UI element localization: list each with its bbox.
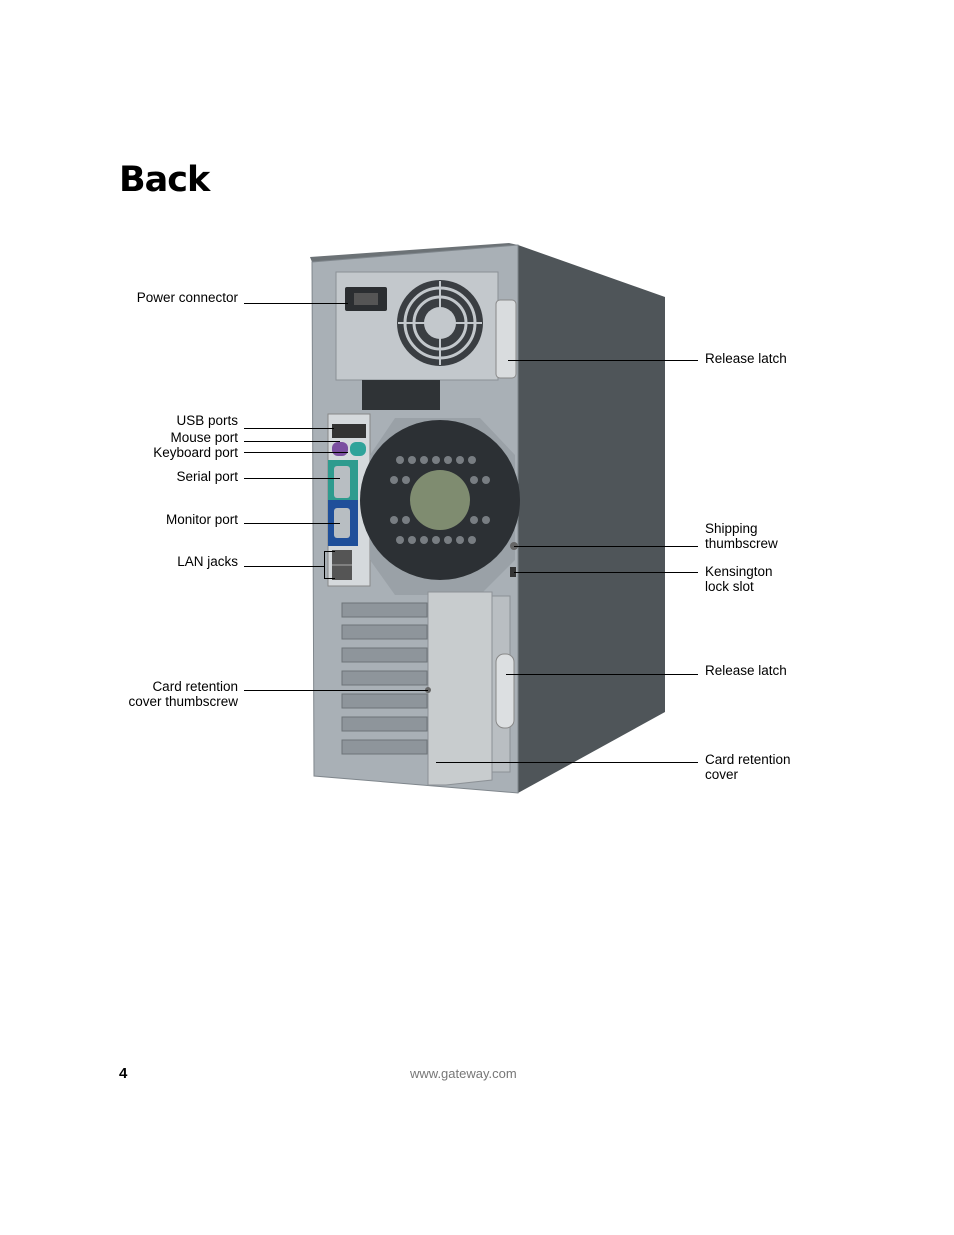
label-lan-jacks: LAN jacks bbox=[177, 554, 238, 569]
label-card-retention-cover-2: cover bbox=[705, 767, 739, 782]
label-card-retention-cover-1: Card retention bbox=[705, 752, 791, 767]
leader-keyboard-port bbox=[244, 452, 348, 453]
label-card-retention-thumbscrew-1: Card retention bbox=[152, 679, 238, 694]
label-release-latch-top: Release latch bbox=[705, 351, 787, 366]
label-usb-ports: USB ports bbox=[176, 413, 238, 428]
label-power-connector: Power connector bbox=[136, 290, 238, 305]
leader-shipping-thumbscrew bbox=[514, 546, 698, 547]
keyboard-port-icon bbox=[350, 442, 366, 456]
label-shipping-thumbscrew-1: Shipping bbox=[705, 521, 758, 536]
leader-serial-port bbox=[244, 478, 340, 479]
usb-ports-icon bbox=[332, 424, 366, 438]
label-kensington-2: lock slot bbox=[705, 579, 754, 594]
label-monitor-port: Monitor port bbox=[165, 512, 238, 527]
leader-kensington bbox=[514, 572, 698, 573]
leader-card-retention-cover bbox=[436, 762, 698, 763]
page-heading: Back bbox=[119, 160, 210, 200]
label-serial-port: Serial port bbox=[176, 469, 238, 484]
card-retention-cover-icon bbox=[427, 591, 493, 786]
release-latch-top-icon bbox=[495, 299, 517, 379]
kensington-lock-slot-icon bbox=[510, 567, 516, 577]
leader-release-latch-top bbox=[508, 360, 698, 361]
leader-release-latch-bottom bbox=[506, 674, 698, 675]
label-kensington-1: Kensington bbox=[705, 564, 773, 579]
leader-card-retention-thumbscrew bbox=[244, 690, 428, 691]
label-card-retention-thumbscrew-2: cover thumbscrew bbox=[128, 694, 238, 709]
label-keyboard-port: Keyboard port bbox=[153, 445, 238, 460]
bracket-lan-jacks bbox=[324, 551, 335, 579]
label-mouse-port: Mouse port bbox=[170, 430, 238, 445]
leader-lan-jacks bbox=[244, 566, 324, 567]
leader-power-connector bbox=[244, 303, 348, 304]
side-panel bbox=[518, 245, 665, 793]
label-release-latch-bottom: Release latch bbox=[705, 663, 787, 678]
page-number: 4 bbox=[119, 1065, 128, 1082]
release-latch-bottom-icon bbox=[495, 653, 515, 729]
leader-usb-ports bbox=[244, 428, 334, 429]
footer-url: www.gateway.com bbox=[410, 1066, 517, 1081]
leader-mouse-port bbox=[244, 441, 340, 442]
leader-monitor-port bbox=[244, 523, 340, 524]
label-shipping-thumbscrew-2: thumbscrew bbox=[705, 536, 778, 551]
mouse-port-icon bbox=[332, 442, 348, 456]
